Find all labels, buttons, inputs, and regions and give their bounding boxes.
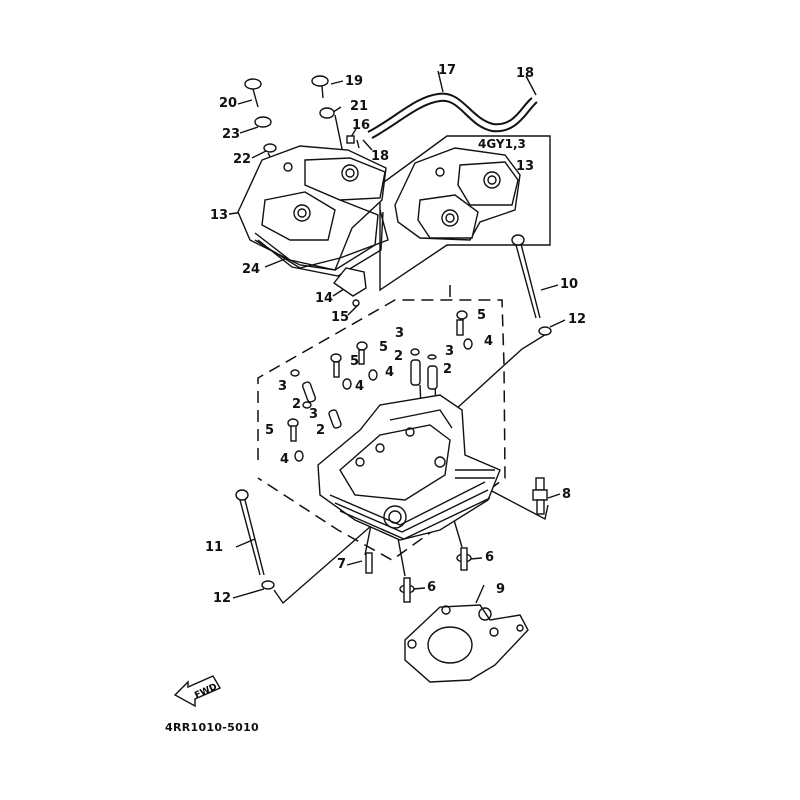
breather-hose (367, 92, 538, 139)
variant-note: 4GY1,3 (478, 137, 526, 151)
callout-4: 4 (385, 365, 395, 380)
callout-11: 11 (205, 540, 224, 555)
bracket (332, 267, 367, 307)
callout-5: 5 (477, 308, 487, 323)
callout-3: 3 (309, 407, 319, 422)
callout-17: 17 (438, 63, 457, 78)
callout-5: 5 (350, 354, 360, 369)
callout-12-lower: 12 (213, 591, 232, 606)
callout-4: 4 (280, 452, 290, 467)
callout-10: 10 (560, 277, 579, 292)
callout-2: 2 (443, 362, 453, 377)
studs (365, 547, 472, 603)
callout-15: 15 (331, 310, 350, 325)
cylinder-head (317, 394, 501, 541)
callout-23: 23 (222, 127, 241, 142)
callout-21: 21 (350, 99, 369, 114)
callout-14: 14 (315, 291, 334, 306)
callout-9: 9 (496, 582, 506, 597)
callout-18-clip: 18 (371, 149, 390, 164)
assembly-boundary (257, 285, 506, 561)
callout-16: 16 (352, 118, 371, 133)
callout-8: 8 (562, 487, 572, 502)
callout-2: 2 (316, 423, 326, 438)
callout-13-variant: 13 (516, 159, 535, 174)
small-parts-top (244, 75, 360, 153)
drawing-code: 4RR1010-5010 (165, 721, 259, 734)
callout-5: 5 (379, 340, 389, 355)
callout-6: 6 (427, 580, 437, 595)
cylinder-gasket (404, 604, 529, 683)
spark-plug (532, 477, 548, 515)
forward-arrow-icon: FWD (173, 675, 221, 708)
callout-3: 3 (395, 326, 405, 341)
callout-2: 2 (394, 349, 404, 364)
callout-3: 3 (445, 344, 455, 359)
callout-4: 4 (484, 334, 494, 349)
callout-12-upper: 12 (568, 312, 587, 327)
callout-7: 7 (337, 557, 347, 572)
head-cover-variant (394, 147, 521, 241)
head-cover-gasket (254, 199, 384, 277)
callout-6: 6 (485, 550, 495, 565)
callout-18-hose-clip: 18 (516, 66, 535, 81)
callout-24: 24 (242, 262, 261, 277)
valve-components (287, 310, 473, 462)
callout-22: 22 (233, 152, 252, 167)
callout-13-cover: 13 (210, 208, 229, 223)
callout-19: 19 (345, 74, 364, 89)
long-bolts (235, 234, 552, 590)
callout-2: 2 (292, 397, 302, 412)
head-cover (237, 145, 389, 271)
callout-5: 5 (265, 423, 275, 438)
callout-4: 4 (355, 379, 365, 394)
callout-3: 3 (278, 379, 288, 394)
callout-20: 20 (219, 96, 238, 111)
